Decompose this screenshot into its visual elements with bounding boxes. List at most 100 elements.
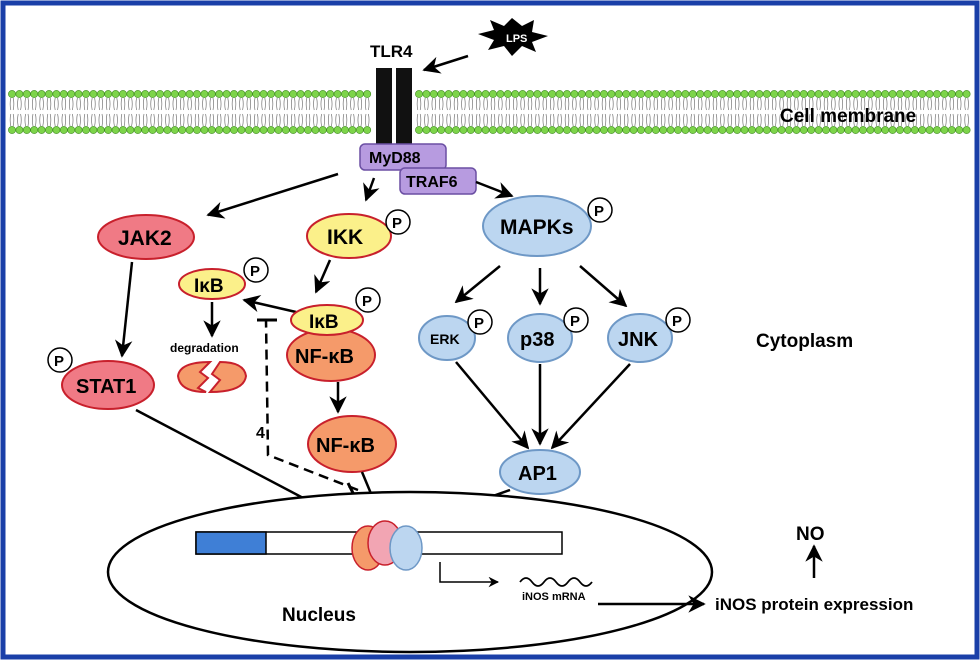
lipid-tail	[764, 113, 769, 127]
lipid-tail	[17, 113, 22, 127]
lipid-head	[622, 90, 631, 98]
lipid-tail	[202, 113, 207, 127]
lipid-tail	[653, 97, 658, 111]
lipid-tail	[860, 113, 866, 127]
lipid-tail	[846, 113, 851, 127]
lipid-head	[89, 126, 98, 134]
lipid-tail	[209, 97, 214, 111]
lipid-tail	[757, 113, 762, 127]
lipid-tail	[601, 113, 607, 127]
lipid-head	[304, 90, 312, 98]
lipid-tail	[113, 97, 118, 111]
lipid-tail	[76, 113, 81, 127]
jnk-label: JNK	[618, 329, 659, 351]
lipid-head	[59, 90, 68, 98]
lipid-tail	[46, 113, 52, 127]
lipid-tail	[875, 97, 880, 111]
lipid-head	[489, 90, 497, 98]
lipid-tail	[135, 97, 140, 111]
lipid-head	[903, 126, 912, 134]
lipid-head	[733, 90, 742, 98]
lipid-head	[489, 126, 497, 134]
lipid-head	[481, 126, 490, 134]
lipid-head	[67, 90, 76, 98]
compound-4-label: 4	[256, 425, 265, 442]
lipid-head	[614, 90, 623, 98]
lipid-tail	[194, 97, 200, 111]
lipid-tail	[897, 113, 903, 127]
degraded-ikb-right-fragment	[207, 360, 248, 394]
lipid-head	[444, 126, 453, 134]
nfkb-bound-label: NF-κB	[295, 346, 354, 368]
inos-mrna-squiggle	[519, 577, 593, 587]
promoter-region	[195, 531, 267, 555]
lipid-tail	[69, 97, 74, 111]
lipid-tail	[246, 97, 251, 111]
lipid-tail	[853, 97, 858, 111]
lipid-tail	[431, 97, 436, 111]
lipid-head	[940, 126, 949, 134]
ikk-phospho-label: P	[392, 215, 402, 232]
lipid-tail	[631, 97, 636, 111]
stat1-label: STAT1	[76, 376, 136, 398]
lipid-tail	[690, 97, 695, 111]
lipid-tail	[609, 113, 614, 127]
lipid-tail	[187, 97, 192, 111]
lipid-head	[629, 90, 638, 98]
ikk-node	[306, 213, 392, 259]
lipid-head	[548, 126, 557, 134]
lipid-tail	[365, 97, 370, 111]
lipid-head	[962, 126, 971, 134]
lipid-head	[96, 90, 105, 98]
lipid-tail	[860, 97, 866, 111]
myd88-to-jak2-arrow	[206, 172, 339, 219]
lipid-head	[866, 126, 875, 134]
lipid-head	[45, 126, 53, 134]
lipid-head	[540, 90, 549, 98]
lipid-head	[52, 126, 61, 134]
lipid-tail	[846, 97, 851, 111]
lipid-tail	[461, 113, 466, 127]
lipid-head	[696, 126, 705, 134]
lipid-tail	[823, 113, 829, 127]
lipid-head	[651, 126, 660, 134]
erk-phospho-label: P	[474, 315, 484, 332]
lipid-tail	[905, 113, 910, 127]
lipid-tail	[949, 97, 954, 111]
lipid-head	[318, 90, 327, 98]
lipid-head	[851, 126, 860, 134]
lipid-tail	[76, 97, 81, 111]
lipid-tail	[39, 97, 44, 111]
lipid-tail	[24, 113, 29, 127]
lipid-tail	[816, 97, 821, 111]
lipid-tail	[897, 97, 903, 111]
lipid-head	[873, 90, 882, 98]
lipid-head	[230, 90, 238, 98]
lipid-tail	[32, 113, 37, 127]
lipid-tail	[416, 113, 422, 127]
lipid-tail	[439, 113, 444, 127]
lipid-head	[644, 126, 653, 134]
lipid-head	[910, 126, 919, 134]
stat1-phospho-icon	[47, 347, 73, 373]
lipid-tail	[217, 113, 222, 127]
lipid-tail	[513, 97, 518, 111]
lipid-tail	[794, 97, 799, 111]
lipid-head	[133, 90, 142, 98]
lipid-head	[666, 126, 675, 134]
lipid-tail	[905, 97, 910, 111]
lipid-tail	[39, 113, 44, 127]
lipid-head	[637, 90, 645, 98]
ap1-label: AP1	[518, 463, 557, 485]
lipid-head	[799, 126, 808, 134]
lipid-tail	[468, 97, 473, 111]
lipid-tail	[180, 113, 185, 127]
inos-protein-label: iNOS protein expression	[715, 595, 913, 614]
degradation-label: degradation	[170, 341, 239, 355]
lipid-head	[511, 126, 520, 134]
lipid-head	[674, 90, 682, 98]
lps-label: LPS	[506, 33, 527, 45]
lipid-tail	[550, 97, 555, 111]
lipid-head	[252, 126, 261, 134]
lipid-head	[822, 126, 830, 134]
